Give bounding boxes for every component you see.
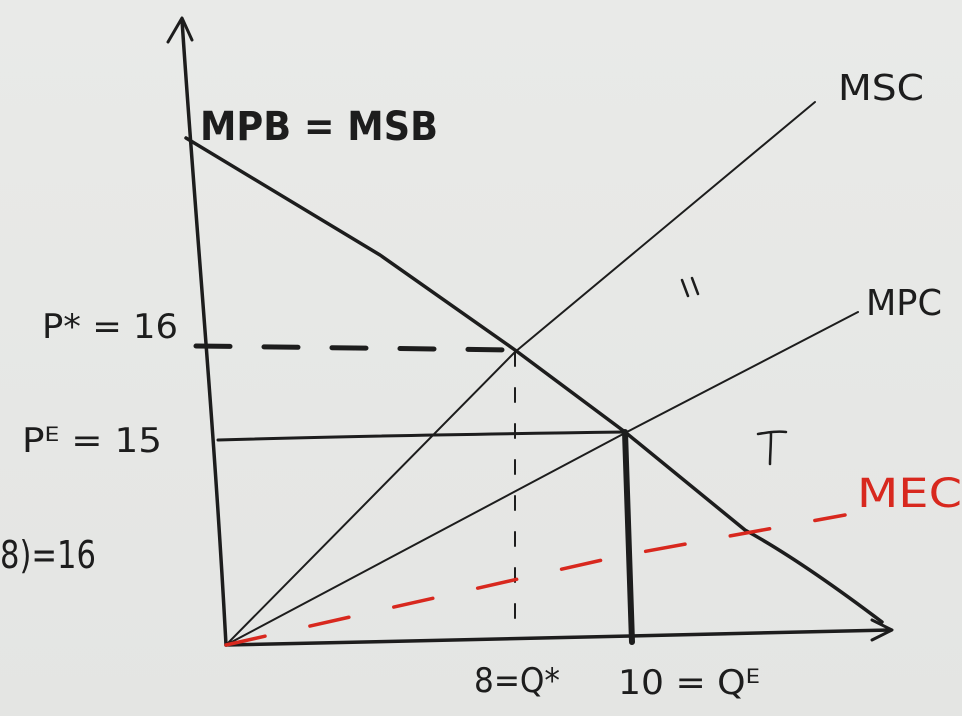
plus-mark	[756, 430, 788, 466]
mec-curve	[224, 513, 847, 647]
mpb-msb-curve	[184, 136, 884, 624]
msc-curve	[225, 101, 816, 646]
y-axis-arrowhead	[166, 16, 194, 44]
x-axis-arrowhead	[870, 618, 894, 642]
label-q-e: 10 = Qᴱ	[618, 663, 760, 703]
label-mec: MEC	[857, 471, 962, 517]
label-p-e: Pᴱ = 15	[22, 421, 162, 461]
p-e-line	[216, 430, 627, 442]
p-star-dashed-line	[193, 343, 518, 353]
label-msc: MSC	[838, 68, 924, 109]
label-mpc: MPC	[866, 283, 942, 324]
q-e-line	[622, 429, 635, 645]
equal-mark	[680, 276, 700, 298]
label-mpb-msb: MPB = MSB	[200, 104, 438, 150]
y-axis	[180, 18, 228, 647]
x-axis	[224, 628, 892, 647]
label-q-star: 8=Q*	[474, 661, 560, 701]
label-p-star: P* = 16	[42, 307, 178, 347]
mpc-curve	[225, 311, 859, 646]
label-side-note: 8)=16	[0, 533, 96, 577]
